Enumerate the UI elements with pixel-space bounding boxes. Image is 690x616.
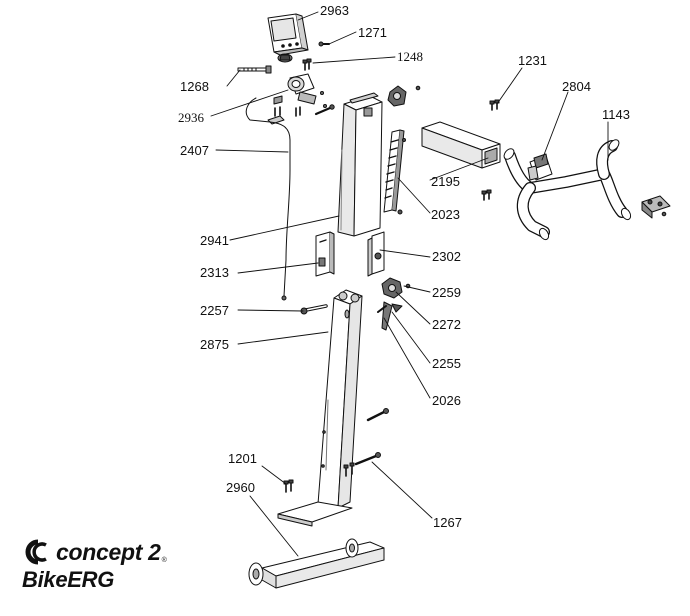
callout-2023: 2023 xyxy=(431,207,460,222)
brand-logo: concept 2 ® BikeERG xyxy=(22,538,167,593)
adjust-knob-part xyxy=(381,277,411,299)
callout-2936: 2936 xyxy=(178,110,204,125)
callout-2255: 2255 xyxy=(432,356,461,371)
cable-connector xyxy=(281,295,287,301)
monitor-clamp-part xyxy=(267,73,317,125)
handlebar-clamp-part xyxy=(527,153,553,181)
brand-model: BikeERG xyxy=(22,567,115,592)
upper-mast-part xyxy=(337,92,383,237)
front-stabilizer-part xyxy=(248,538,385,589)
screw-1271 xyxy=(318,41,330,47)
callout-1267: 1267 xyxy=(433,515,462,530)
callout-1268: 1268 xyxy=(180,79,209,94)
registered-mark: ® xyxy=(161,557,167,564)
callout-2804: 2804 xyxy=(562,79,591,94)
bolts-1267 xyxy=(343,408,389,477)
sensor-cable-part xyxy=(245,97,291,297)
callout-2313: 2313 xyxy=(200,265,229,280)
leader-lines xyxy=(210,11,609,557)
callout-2963: 2963 xyxy=(320,3,349,18)
handlebar-part xyxy=(503,139,632,241)
callout-2195: 2195 xyxy=(431,174,460,189)
knob-part xyxy=(387,85,421,107)
screws-1201 xyxy=(283,479,294,493)
seat-bracket-left-part xyxy=(315,231,335,277)
callout-2026: 2026 xyxy=(432,393,461,408)
callout-2960: 2960 xyxy=(226,480,255,495)
small-screws-monitor xyxy=(274,91,335,117)
bolt-1268 xyxy=(237,65,272,74)
callout-2875: 2875 xyxy=(200,337,229,352)
callout-2259: 2259 xyxy=(432,285,461,300)
callout-2272: 2272 xyxy=(432,317,461,332)
callout-2407: 2407 xyxy=(180,143,209,158)
handlebar-mount-part xyxy=(641,195,671,219)
brand-name: concept 2 xyxy=(56,538,161,565)
callout-1248: 1248 xyxy=(397,49,423,64)
handlebar-tube-part xyxy=(421,121,501,169)
monitor-part xyxy=(267,13,309,63)
lever-part xyxy=(377,301,403,331)
base-plate-part xyxy=(277,501,353,527)
callout-1231: 1231 xyxy=(518,53,547,68)
screw-1248 xyxy=(302,58,312,71)
pin-2257 xyxy=(300,304,328,315)
concept2-logo-icon xyxy=(25,539,47,565)
callout-2257: 2257 xyxy=(200,303,229,318)
callout-1143: 1143 xyxy=(602,107,630,122)
callout-2302: 2302 xyxy=(432,249,461,264)
main-upright-part xyxy=(317,289,363,509)
callout-1201: 1201 xyxy=(228,451,257,466)
callout-2941: 2941 xyxy=(200,233,229,248)
seat-bracket-right-part xyxy=(367,231,385,277)
adjustment-rack-part xyxy=(383,129,406,215)
callout-1271: 1271 xyxy=(358,25,387,40)
screws-1231 xyxy=(481,99,500,201)
